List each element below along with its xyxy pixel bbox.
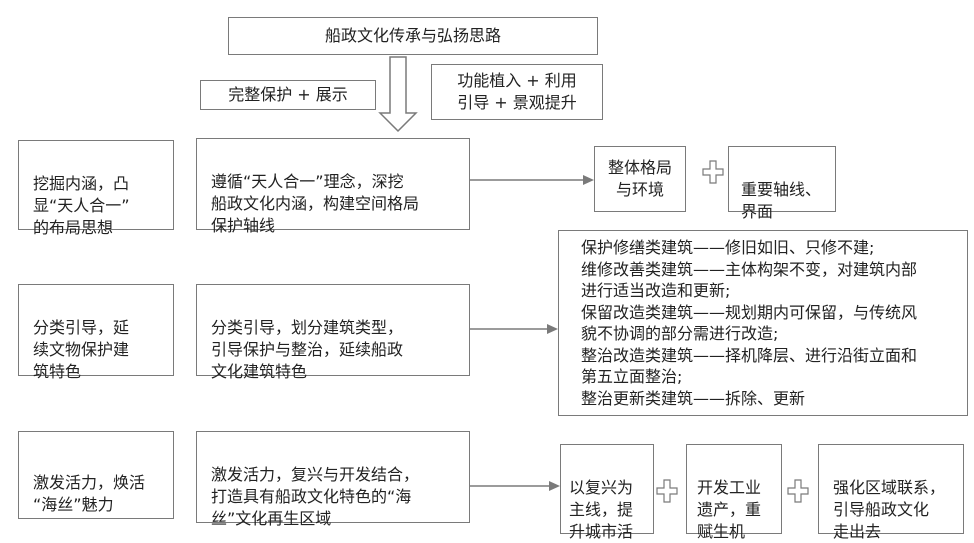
- row2-building-types-box: 保护修缮类建筑——修旧如旧、只修不建; 维修改善类建筑——主体构架不变，对建筑内…: [558, 230, 968, 416]
- building-type-line: 保护修缮类建筑——修旧如旧、只修不建;: [581, 238, 875, 257]
- row3-middle-box: 激发活力，复兴与开发结合， 打造具有船政文化特色的“海 丝”文化再生区域: [196, 431, 470, 528]
- row2-left-box: 分类引导，延 续文物保护建 筑特色: [18, 284, 174, 381]
- arrow-right-icon: [470, 175, 594, 185]
- row1-item-axis-interface: 重要轴线、 界面: [728, 146, 836, 221]
- row3-item-revival: 以复兴为 主线，提 升城市活: [560, 444, 654, 541]
- building-type-line: 貌不协调的部分需进行改造;: [581, 324, 779, 343]
- building-type-line: 保留改造类建筑——规划期内可保留，与传统风: [581, 302, 918, 322]
- row2-middle-box: 分类引导，划分建筑类型， 引导保护与整治，延续船政 文化建筑特色: [196, 284, 470, 381]
- arrow-right-icon: [470, 324, 558, 334]
- building-type-line: 整治更新类建筑——拆除、更新: [581, 388, 806, 408]
- plus-icon: [702, 160, 724, 184]
- row1-middle-box: 遵循“天人合一”理念，深挖 船政文化内涵，构建空间格局 保护轴线: [196, 138, 470, 235]
- label-preserve-display: 完整保护 + 展示: [200, 80, 376, 110]
- plus-icon: [787, 479, 809, 503]
- row3-left-box: 激发活力，焕活 “海丝”魅力: [18, 431, 174, 519]
- plus-icon: [656, 479, 678, 503]
- diagram-title: 船政文化传承与弘扬思路: [324, 26, 501, 45]
- building-type-line: 整治改造类建筑——择机降层、进行沿街立面和: [581, 345, 918, 365]
- down-arrow-icon: [378, 56, 418, 133]
- row1-left-box: 挖掘内涵，凸 显“天人合一” 的布局思想: [18, 140, 174, 237]
- arrow-right-icon: [470, 481, 560, 491]
- row1-item-overall-pattern: 整体格局 与环境: [594, 146, 686, 212]
- building-type-line: 进行适当改造和更新;: [581, 281, 731, 300]
- diagram-title-box: 船政文化传承与弘扬思路: [228, 17, 598, 55]
- row3-item-industrial-heritage: 开发工业 遗产，重 赋生机: [686, 444, 782, 541]
- label-function-use: 功能植入 + 利用 引导 + 景观提升: [431, 64, 603, 120]
- row3-item-regional-link: 强化区域联系， 引导船政文化 走出去: [818, 444, 964, 541]
- building-type-line: 维修改善类建筑——主体构架不变，对建筑内部: [581, 259, 918, 279]
- building-type-line: 第五立面整治;: [581, 367, 683, 386]
